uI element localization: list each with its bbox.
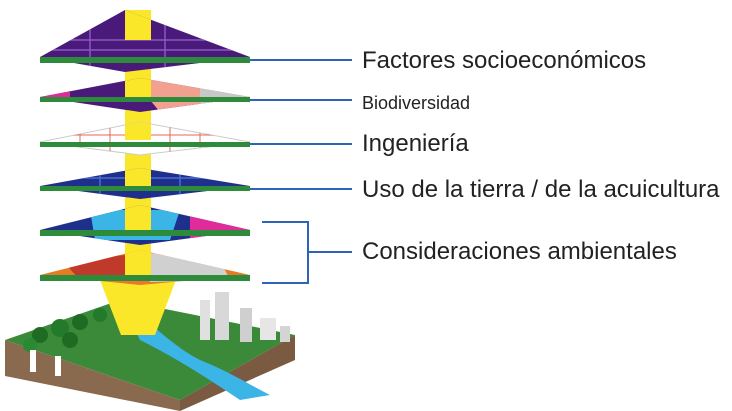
layer-environment-2	[40, 250, 250, 285]
layer-engineering	[39, 121, 251, 156]
leader-lines	[250, 59, 352, 284]
label-engineering: Ingeniería	[362, 130, 469, 157]
layer-biodiversity	[40, 78, 250, 112]
label-land-use: Uso de la tierra / de la acuicultura	[362, 176, 720, 203]
label-biodiversity: Biodiversidad	[362, 93, 471, 113]
layer-land-use	[40, 168, 250, 199]
label-environmental: Consideraciones ambientales	[362, 238, 677, 265]
layer-environment-1	[40, 205, 250, 245]
label-socioeconomic: Factores socioeconómicos	[362, 47, 647, 74]
terrain-block-icon	[5, 292, 295, 411]
layer-socioeconomic	[40, 10, 250, 72]
leader-bracket-environment	[262, 221, 352, 284]
